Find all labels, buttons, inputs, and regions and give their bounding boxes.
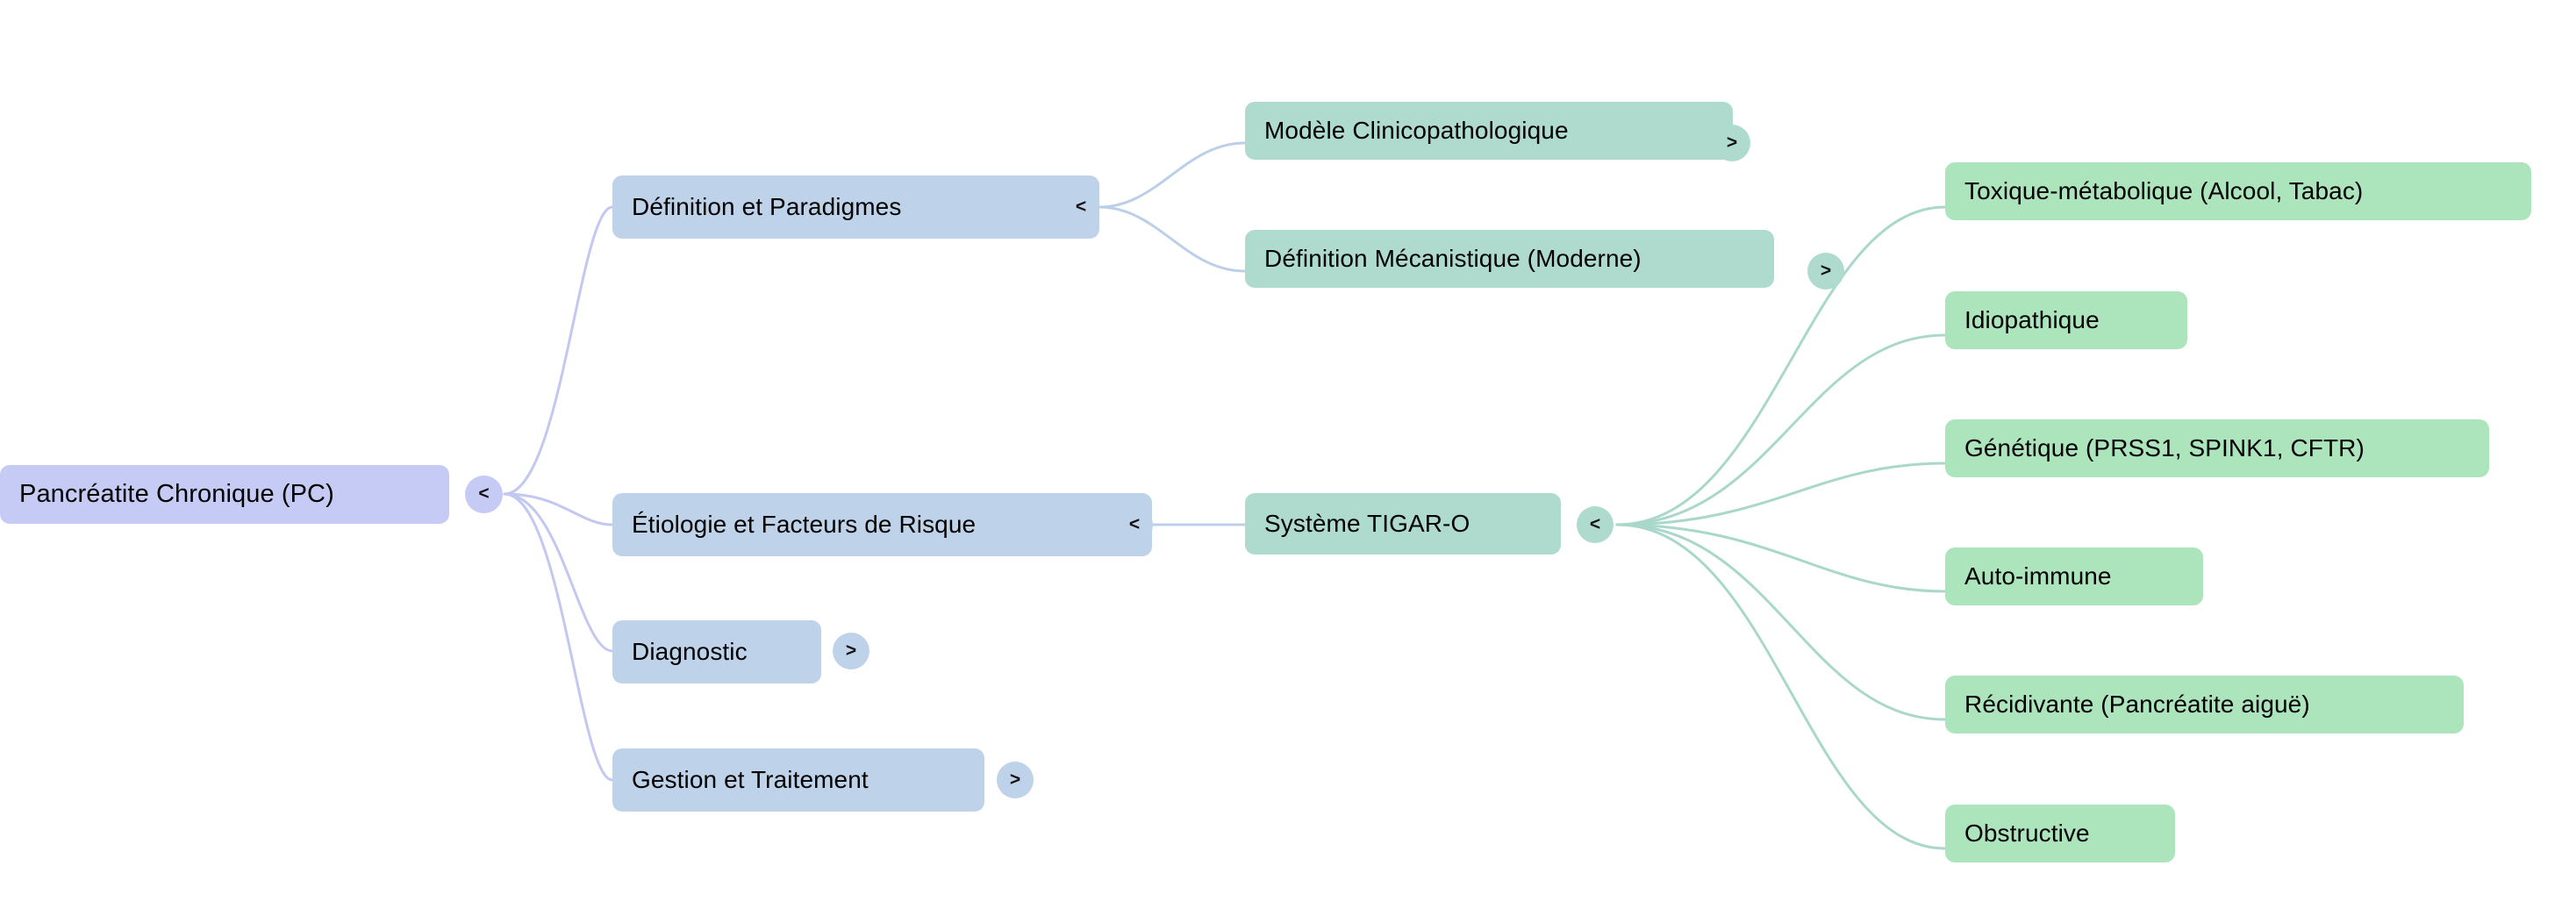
node-etiologie-et-facteurs-de-risque-label: Étiologie et Facteurs de Risque	[632, 510, 977, 538]
chevron-right-icon: >	[1726, 132, 1738, 153]
node-etiologie-et-facteurs-de-risque[interactable]: Étiologie et Facteurs de Risque	[612, 493, 1152, 556]
node-recidivante-label: Récidivante (Pancréatite aiguë)	[1964, 690, 2310, 718]
edge-definition-to-modele	[1098, 141, 1247, 209]
node-definition-mecanistique-moderne-label: Définition Mécanistique (Moderne)	[1264, 244, 1642, 272]
node-definition-mecanistique-moderne[interactable]: Définition Mécanistique (Moderne)	[1245, 230, 1774, 288]
edge-root-to-etiologie	[503, 492, 614, 526]
chevron-left-icon: <	[478, 483, 490, 504]
toggle-root[interactable]: <	[465, 476, 503, 513]
node-idiopathique[interactable]: Idiopathique	[1945, 291, 2187, 349]
node-auto-immune[interactable]: Auto-immune	[1945, 547, 2203, 605]
node-obstructive[interactable]: Obstructive	[1945, 805, 2175, 862]
chevron-right-icon: >	[1820, 260, 1832, 281]
edge-group-level2	[1098, 141, 1247, 526]
node-modele-clinicopathologique[interactable]: Modèle Clinicopathologique	[1245, 102, 1733, 160]
toggle-gestion-et-traitement[interactable]: >	[997, 762, 1034, 798]
node-toxique-metabolique-label: Toxique-métabolique (Alcool, Tabac)	[1964, 176, 2364, 204]
toggle-diagnostic[interactable]: >	[833, 633, 869, 669]
node-auto-immune-label: Auto-immune	[1964, 562, 2112, 590]
edge-group-root	[503, 205, 614, 782]
edge-tigaro-to-autoimmune	[1615, 523, 1947, 593]
edge-group-tigaro	[1615, 205, 1947, 850]
node-definition-et-paradigmes-label: Définition et Paradigmes	[632, 192, 902, 220]
node-recidivante[interactable]: Récidivante (Pancréatite aiguë)	[1945, 676, 2464, 734]
edge-root-to-gestion	[503, 492, 614, 782]
chevron-right-icon: >	[845, 640, 857, 661]
chevron-right-icon: >	[1009, 769, 1021, 790]
edge-definition-to-mecanistique	[1098, 205, 1247, 273]
node-gestion-et-traitement-label: Gestion et Traitement	[632, 765, 869, 793]
toggle-systeme-tigar-o[interactable]: <	[1577, 506, 1614, 543]
node-toxique-metabolique[interactable]: Toxique-métabolique (Alcool, Tabac)	[1945, 162, 2531, 220]
node-idiopathique-label: Idiopathique	[1964, 305, 2100, 333]
edge-tigaro-to-obstructive	[1615, 523, 1947, 850]
node-genetique[interactable]: Génétique (PRSS1, SPINK1, CFTR)	[1945, 419, 2489, 477]
node-root[interactable]: Pancréatite Chronique (PC)	[0, 465, 449, 524]
toggle-definition-mecanistique-moderne[interactable]: >	[1807, 253, 1844, 290]
chevron-left-icon: <	[1075, 196, 1087, 217]
node-systeme-tigar-o[interactable]: Système TIGAR-O	[1245, 493, 1561, 555]
node-definition-et-paradigmes[interactable]: Définition et Paradigmes	[612, 175, 1099, 239]
toggle-modele-clinicopathologique[interactable]: >	[1714, 125, 1750, 161]
node-root-label: Pancréatite Chronique (PC)	[19, 479, 334, 508]
node-genetique-label: Génétique (PRSS1, SPINK1, CFTR)	[1964, 433, 2365, 462]
toggle-definition-et-paradigmes[interactable]: <	[1063, 189, 1099, 225]
node-modele-clinicopathologique-label: Modèle Clinicopathologique	[1264, 116, 1569, 144]
node-diagnostic[interactable]: Diagnostic	[612, 620, 821, 683]
chevron-left-icon: <	[1589, 513, 1601, 534]
node-diagnostic-label: Diagnostic	[632, 637, 748, 665]
edge-root-to-diagnostic	[503, 492, 614, 653]
edge-root-to-definition	[503, 205, 614, 496]
node-gestion-et-traitement[interactable]: Gestion et Traitement	[612, 748, 984, 812]
node-systeme-tigar-o-label: Système TIGAR-O	[1264, 509, 1470, 537]
edge-tigaro-to-genetique	[1615, 462, 1947, 526]
node-obstructive-label: Obstructive	[1964, 819, 2090, 847]
edge-tigaro-to-idiopathique	[1615, 333, 1947, 526]
toggle-etiologie-et-facteurs-de-risque[interactable]: <	[1116, 506, 1153, 543]
chevron-left-icon: <	[1128, 513, 1141, 534]
edge-tigaro-to-recidivante	[1615, 523, 1947, 721]
